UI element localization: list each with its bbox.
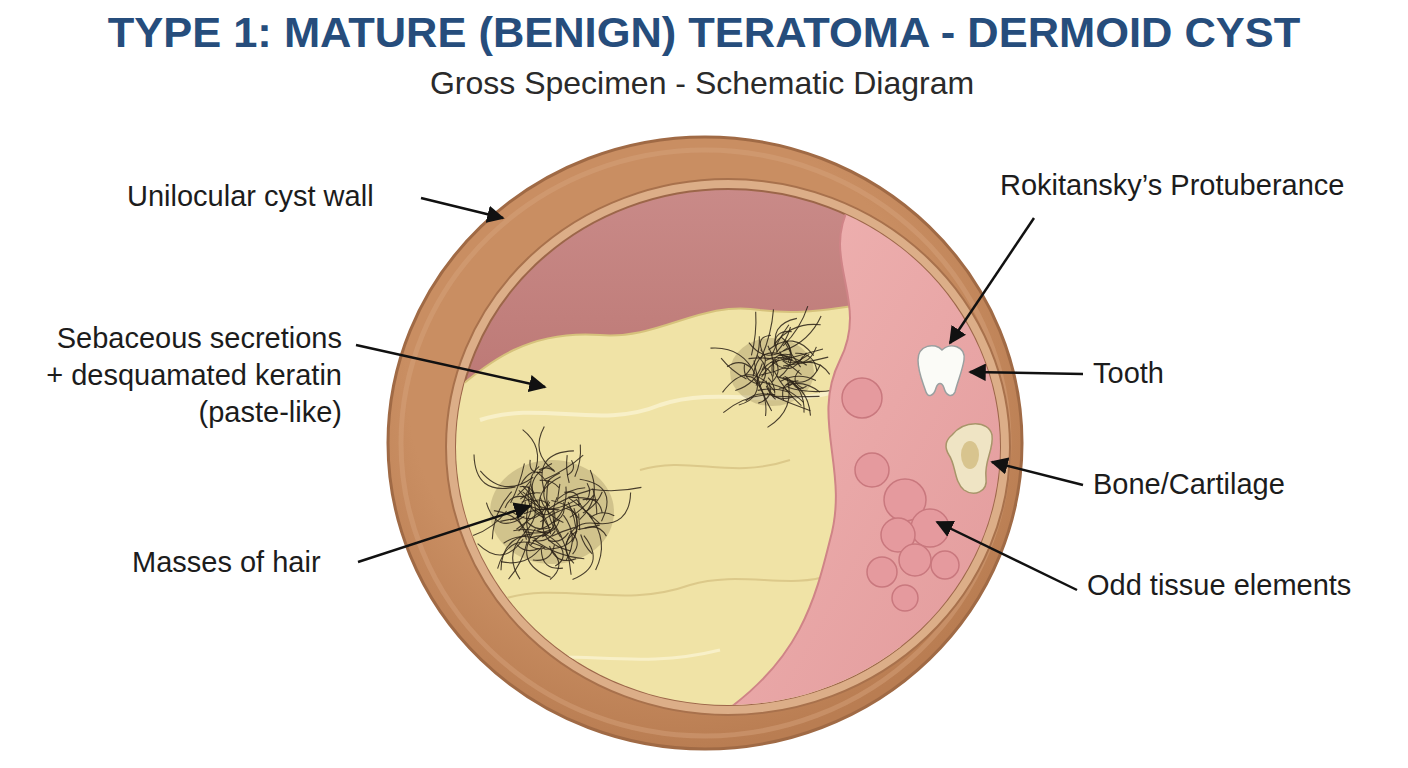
- paste-streak: [640, 460, 790, 470]
- hair-strand: [587, 483, 590, 500]
- hair-strand: [783, 306, 808, 346]
- hair-strand: [539, 426, 554, 470]
- hair-strand: [593, 488, 597, 514]
- hair-strand: [480, 471, 533, 487]
- leader-line: [937, 522, 1077, 590]
- hair-strand: [578, 525, 600, 529]
- hair-mass: [473, 306, 835, 579]
- hair-strand: [551, 501, 577, 543]
- tissue-bumps: [911, 509, 949, 547]
- leader-line: [356, 345, 545, 387]
- hair-strand: [505, 496, 526, 508]
- bone-cartilage: [961, 441, 979, 469]
- hair-strand: [527, 529, 551, 578]
- leader-line: [421, 198, 503, 218]
- hair-strand: [579, 514, 580, 531]
- hair-strand: [513, 529, 562, 547]
- hair-strand: [786, 383, 820, 392]
- hair-strand: [735, 364, 762, 391]
- hair-strand: [528, 484, 543, 517]
- tissue-bumps: [899, 544, 931, 576]
- hair-strand: [500, 518, 516, 521]
- hair-strand: [563, 515, 572, 560]
- hair-strand: [581, 535, 593, 554]
- part-label: Unilocular cyst wall: [127, 179, 374, 214]
- hair-strand: [509, 542, 528, 580]
- hair-strand: [744, 336, 759, 376]
- tissue-bumps: [867, 557, 897, 587]
- subtitle: Gross Specimen - Schematic Diagram: [0, 64, 1406, 102]
- part-label: Rokitansky’s Protuberance: [1000, 168, 1344, 203]
- hair-strand: [758, 389, 789, 392]
- cyst-wall: [388, 137, 1022, 749]
- hair-strand: [542, 451, 574, 492]
- leader-line: [992, 462, 1083, 485]
- hair-strand: [530, 460, 542, 473]
- tissue-bumps: [931, 551, 959, 579]
- hair-strand: [788, 387, 836, 391]
- hair-strand: [761, 309, 774, 358]
- hair-strand: [777, 377, 811, 416]
- hair-strand: [727, 363, 751, 368]
- hair-strand: [575, 445, 581, 477]
- hair-strand: [775, 318, 797, 352]
- cyst-contents: [440, 195, 1010, 720]
- tooth: [918, 346, 964, 396]
- tissue-bumps: [855, 453, 889, 487]
- hair-strand: [544, 473, 560, 507]
- hair-strand: [758, 382, 770, 403]
- hair-strand: [548, 533, 568, 542]
- leader-line: [970, 372, 1083, 374]
- hair-strand: [516, 512, 540, 530]
- hair-strand: [498, 542, 546, 569]
- leader-line: [950, 218, 1034, 343]
- hair-strand: [754, 379, 766, 416]
- hair-strand: [537, 472, 548, 484]
- hair-strand: [540, 504, 581, 522]
- hair-strand: [554, 523, 571, 575]
- hair-strand: [721, 358, 746, 379]
- hair-strand: [567, 455, 570, 483]
- leader-line: [356, 198, 1083, 590]
- hair-strand: [550, 546, 577, 560]
- tissue-bumps: [842, 378, 959, 611]
- hair-strand: [760, 335, 771, 350]
- hair-strand: [781, 353, 807, 363]
- hair-strand: [540, 480, 559, 487]
- hair-strand: [590, 487, 641, 490]
- rokitansky-protuberance: [720, 195, 1010, 715]
- part-label: Odd tissue elements: [1087, 568, 1351, 603]
- hair-strand: [769, 341, 814, 356]
- hair-strand: [772, 360, 778, 382]
- part-label: Masses of hair: [132, 545, 321, 580]
- hair-strand: [775, 324, 821, 343]
- hair-strand: [569, 498, 600, 524]
- paste-streak: [520, 650, 720, 660]
- hair-strand: [549, 490, 591, 509]
- bone-cartilage: [946, 424, 992, 493]
- hair-strand: [773, 396, 820, 398]
- paste-streak: [500, 575, 830, 600]
- hair-strand: [478, 539, 523, 555]
- hair-strand: [772, 325, 789, 356]
- hair-strand: [573, 536, 594, 580]
- hair-strand: [744, 364, 758, 383]
- hair-strand: [591, 513, 614, 517]
- part-label: Tooth: [1093, 356, 1164, 391]
- hair-strand: [723, 395, 775, 413]
- tissue-bumps: [892, 585, 918, 611]
- part-label: Bone/Cartilage: [1093, 467, 1285, 502]
- hair-strand: [766, 381, 793, 399]
- part-label: Sebaceous secretions + desquamated kerat…: [38, 320, 342, 430]
- title: TYPE 1: MATURE (BENIGN) TERATOMA - DERMO…: [0, 6, 1408, 58]
- tissue-bumps: [842, 378, 882, 418]
- hair-strand: [523, 492, 551, 534]
- cyst-wall: [401, 150, 1009, 736]
- hair-strand: [583, 492, 602, 513]
- cyst-wall: [388, 137, 1022, 749]
- hair-strand: [751, 312, 756, 356]
- leader-line: [358, 506, 530, 562]
